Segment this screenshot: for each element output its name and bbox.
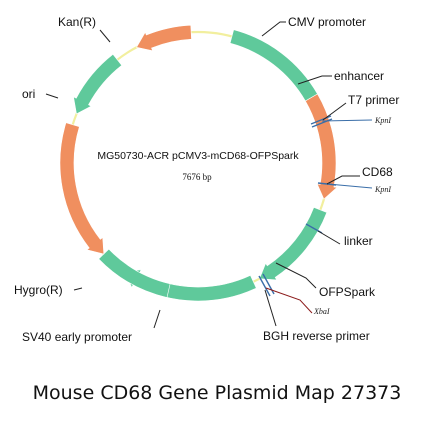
leader-kpni-2 [327, 183, 373, 189]
plasmid-name: MG50730-ACR pCMV3-mCD68-OFPSpark [97, 150, 299, 162]
label-ori: ori [22, 87, 35, 101]
label-kpni-2: KpnI [374, 185, 391, 194]
leader-enhancer [297, 75, 332, 85]
label-hygro: Hygro(R) [14, 283, 63, 297]
bgh-mark [258, 275, 271, 297]
feature-arcs [59, 24, 338, 302]
leader-sv40 [153, 309, 161, 329]
feature-cmv-promoter[interactable] [229, 29, 318, 102]
t7-primer-mark-2 [311, 118, 333, 128]
leader-kan [99, 29, 111, 43]
label-t7-primer: T7 primer [348, 93, 399, 107]
leader-linker [317, 230, 341, 245]
leader-cmv [261, 21, 286, 37]
label-cd68: CD68 [362, 165, 393, 179]
leader-cd68 [326, 175, 360, 185]
leader-ori [45, 93, 59, 99]
leader-lines [45, 21, 373, 329]
label-ofpspark: OFPSpark [319, 285, 376, 299]
feature-ori[interactable] [73, 53, 123, 115]
label-sv40-early-promoter: SV40 early promoter [22, 330, 132, 344]
label-kpni-1: KpnI [374, 116, 391, 125]
feature-cd68[interactable] [259, 207, 328, 281]
leader-ofpspark [275, 262, 317, 289]
label-kan: Kan(R) [58, 15, 96, 29]
label-enhancer: enhancer [334, 69, 384, 83]
label-cmv-promoter: CMV promoter [288, 15, 366, 29]
label-xbai: XbaI [313, 307, 330, 316]
feature-kan[interactable] [136, 24, 192, 52]
t7-primer-mark [310, 115, 332, 125]
leader-bgh [264, 289, 277, 327]
label-linker: linker [344, 234, 373, 248]
feature-hygro[interactable] [59, 122, 105, 255]
leader-kpni-1 [321, 119, 373, 122]
plasmid-size: 7676 bp [182, 172, 212, 182]
leader-hygro [73, 287, 83, 291]
leader-xbai [265, 287, 313, 314]
figure-caption: Mouse CD68 Gene Plasmid Map 27373 [32, 382, 402, 404]
feature-sv40-early-promoter[interactable] [98, 248, 171, 298]
label-bgh-reverse-primer: BGH reverse primer [263, 329, 370, 343]
leader-t7 [322, 102, 347, 121]
